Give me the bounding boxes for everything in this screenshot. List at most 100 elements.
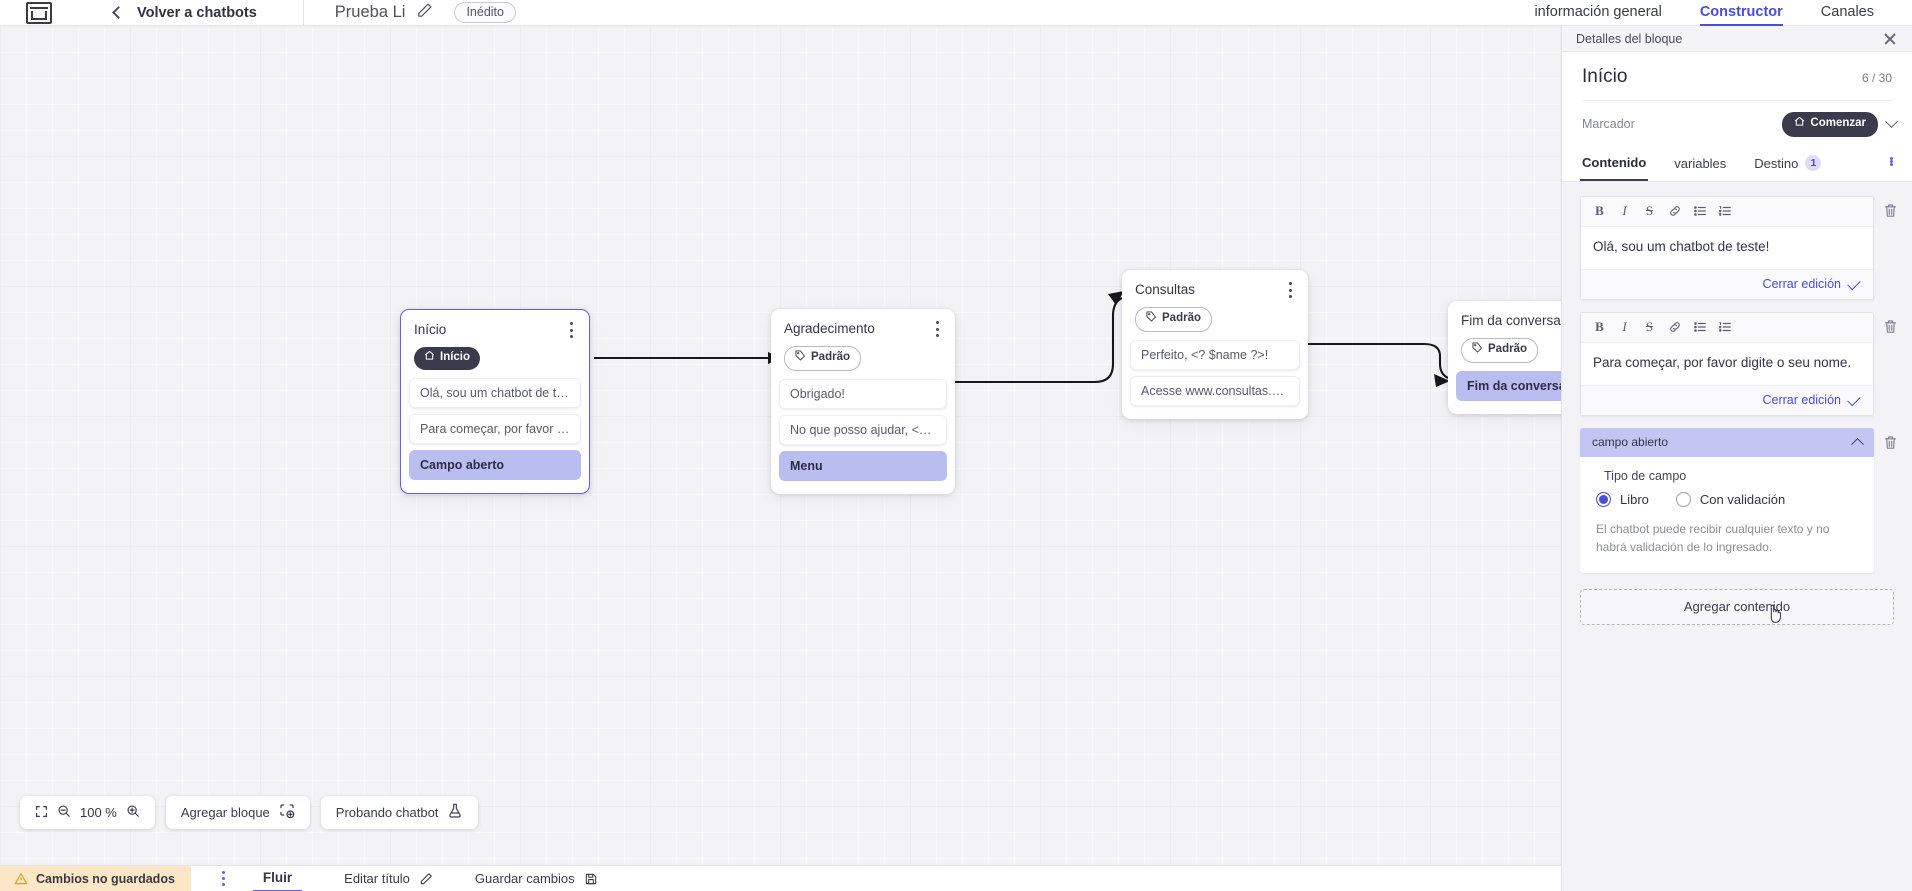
node-header: Início Início xyxy=(401,310,589,378)
tag-icon xyxy=(795,350,806,366)
node-row[interactable]: Perfeito, <? $name ?>! xyxy=(1130,339,1300,370)
node-chip-padrao[interactable]: Padrão xyxy=(784,346,861,371)
panel-tabs-kebab-icon[interactable] xyxy=(1884,157,1898,172)
editor-text-value[interactable]: Olá, sou um chatbot de teste! xyxy=(1593,238,1770,254)
panel-header-label: Detalles del bloque xyxy=(1576,31,1683,46)
zoom-in-icon[interactable] xyxy=(126,804,140,821)
italic-icon[interactable]: I xyxy=(1622,319,1627,335)
save-changes-button[interactable]: Guardar cambios xyxy=(475,871,598,886)
add-block-button[interactable]: Agregar bloque xyxy=(165,796,310,829)
test-chatbot-label: Probando chatbot xyxy=(335,805,439,820)
node-kebab-icon[interactable] xyxy=(930,321,944,337)
rich-text-editor[interactable]: B I S Olá, sou um chatbot de tes xyxy=(1580,195,1874,300)
tab-destino[interactable]: Destino 1 xyxy=(1752,149,1823,180)
tab-variables[interactable]: variables xyxy=(1672,150,1728,180)
marcador-row: Marcador Comenzar xyxy=(1562,101,1912,137)
edit-title-pencil-icon[interactable] xyxy=(416,2,433,24)
panel-header: Detalles del bloque xyxy=(1562,26,1912,52)
field-card-header[interactable]: campo abierto xyxy=(1580,427,1874,457)
close-icon[interactable] xyxy=(1882,31,1898,47)
link-icon[interactable] xyxy=(1662,317,1687,338)
editor-footer: Cerrar edición xyxy=(1581,268,1873,299)
node-row[interactable]: Olá, sou um chatbot de teste! xyxy=(409,377,581,408)
unsaved-changes-text: Cambios no guardados xyxy=(36,871,175,886)
chevron-up-icon[interactable] xyxy=(1851,438,1864,451)
node-row[interactable]: Menu xyxy=(779,450,947,481)
node-row[interactable]: Obrigado! xyxy=(779,378,947,409)
trash-icon[interactable] xyxy=(1880,317,1900,337)
flow-node-inicio[interactable]: Início Início Olá, sou um chatbot de tes… xyxy=(400,309,590,494)
link-icon[interactable] xyxy=(1662,201,1687,222)
home-icon xyxy=(424,350,435,366)
marcador-comenzar-button[interactable]: Comenzar xyxy=(1782,112,1878,137)
flow-node-agradecimento[interactable]: Agradecimento Padrão Obrigado! No que po… xyxy=(771,309,955,494)
node-row[interactable]: Acesse www.consultas.com par... xyxy=(1130,375,1300,406)
app-logo[interactable] xyxy=(26,1,52,24)
field-card-title: campo abierto xyxy=(1592,434,1669,449)
status-kebab-icon[interactable] xyxy=(217,871,231,886)
tag-icon xyxy=(1146,311,1157,327)
bold-icon[interactable]: B xyxy=(1595,203,1604,219)
status-tab-fluir[interactable]: Fluir xyxy=(252,866,303,891)
edit-title-button[interactable]: Editar título xyxy=(344,871,433,886)
node-row[interactable]: No que posso ajudar, <? $name ... xyxy=(779,414,947,445)
add-content-label: Agregar contenido xyxy=(1683,599,1791,615)
zoom-level-value: 100 % xyxy=(80,805,117,820)
close-edition-link[interactable]: Cerrar edición xyxy=(1762,276,1841,291)
bullet-list-icon[interactable] xyxy=(1687,201,1712,222)
tab-contenido[interactable]: Contenido xyxy=(1580,149,1649,181)
content-editor-block: B I S Olá, sou um chatbot de tes xyxy=(1580,195,1900,300)
warning-triangle-icon xyxy=(14,872,28,886)
node-chip-label: Início xyxy=(440,351,471,364)
tab-constructor[interactable]: Constructor xyxy=(1699,0,1783,26)
node-title: Início xyxy=(414,322,447,337)
node-chip-padrao[interactable]: Padrão xyxy=(1461,338,1538,363)
italic-icon[interactable]: I xyxy=(1622,203,1627,219)
close-edition-link[interactable]: Cerrar edición xyxy=(1762,392,1841,407)
node-chip-label: Padrão xyxy=(1162,312,1201,325)
flow-canvas[interactable]: Início Início Olá, sou um chatbot de tes… xyxy=(0,26,1561,865)
pencil-icon xyxy=(419,872,433,886)
block-details-panel: Detalles del bloque Início 6 / 30 Marcad… xyxy=(1561,26,1912,891)
editor-text-value[interactable]: Para começar, por favor digite o seu nom… xyxy=(1593,354,1852,370)
node-chip-inicio[interactable]: Início xyxy=(414,347,481,370)
add-content-button[interactable]: Agregar contenido xyxy=(1580,588,1894,625)
strikethrough-icon[interactable]: S xyxy=(1645,203,1654,219)
check-icon xyxy=(1847,392,1861,407)
node-title: Agradecimento xyxy=(784,321,875,336)
numbered-list-icon[interactable] xyxy=(1712,201,1737,222)
node-row[interactable]: Para começar, por favor digite o ... xyxy=(409,413,581,444)
numbered-list-icon[interactable] xyxy=(1712,317,1737,338)
block-count: 6 / 30 xyxy=(1861,71,1892,85)
strikethrough-icon[interactable]: S xyxy=(1645,319,1654,335)
tab-informacion-general[interactable]: información general xyxy=(1534,4,1662,20)
node-chip-padrao[interactable]: Padrão xyxy=(1135,307,1212,332)
rich-text-editor[interactable]: B I S Para começar, por favor di xyxy=(1580,311,1874,416)
back-chevron-icon[interactable] xyxy=(112,6,125,19)
node-kebab-icon[interactable] xyxy=(564,322,578,338)
back-to-chatbots-link[interactable]: Volver a chatbots xyxy=(137,4,257,21)
node-row[interactable]: Fim da conversa xyxy=(1456,370,1561,401)
bullet-list-icon[interactable] xyxy=(1687,317,1712,338)
node-row[interactable]: Campo aberto xyxy=(409,449,581,480)
node-kebab-icon[interactable] xyxy=(1283,282,1297,298)
trash-icon[interactable] xyxy=(1880,433,1900,453)
tab-variables-label: variables xyxy=(1674,155,1727,171)
radio-con-validacion-label: Con validación xyxy=(1699,491,1786,507)
test-chatbot-button[interactable]: Probando chatbot xyxy=(320,796,479,829)
fit-screen-icon[interactable] xyxy=(35,805,48,821)
flow-node-consultas[interactable]: Consultas Padrão Perfeito, <? $name ?>! … xyxy=(1122,270,1308,419)
tab-contenido-label: Contenido xyxy=(1582,154,1647,170)
trash-icon[interactable] xyxy=(1880,201,1900,221)
radio-libro[interactable] xyxy=(1596,491,1611,507)
zoom-out-icon[interactable] xyxy=(57,804,71,821)
tab-canales[interactable]: Canales xyxy=(1820,4,1874,20)
bold-icon[interactable]: B xyxy=(1595,319,1604,335)
flow-node-fim-da-conversa[interactable]: Fim da conversa Padrão Fim da conversa xyxy=(1448,301,1561,414)
editor-toolbar: B I S xyxy=(1581,196,1873,227)
radio-con-validacion[interactable] xyxy=(1675,491,1691,507)
flask-icon xyxy=(447,803,463,822)
marcador-controls: Comenzar xyxy=(1782,112,1898,137)
chevron-down-icon[interactable] xyxy=(1885,115,1898,128)
panel-body: B I S Olá, sou um chatbot de tes xyxy=(1562,181,1912,891)
